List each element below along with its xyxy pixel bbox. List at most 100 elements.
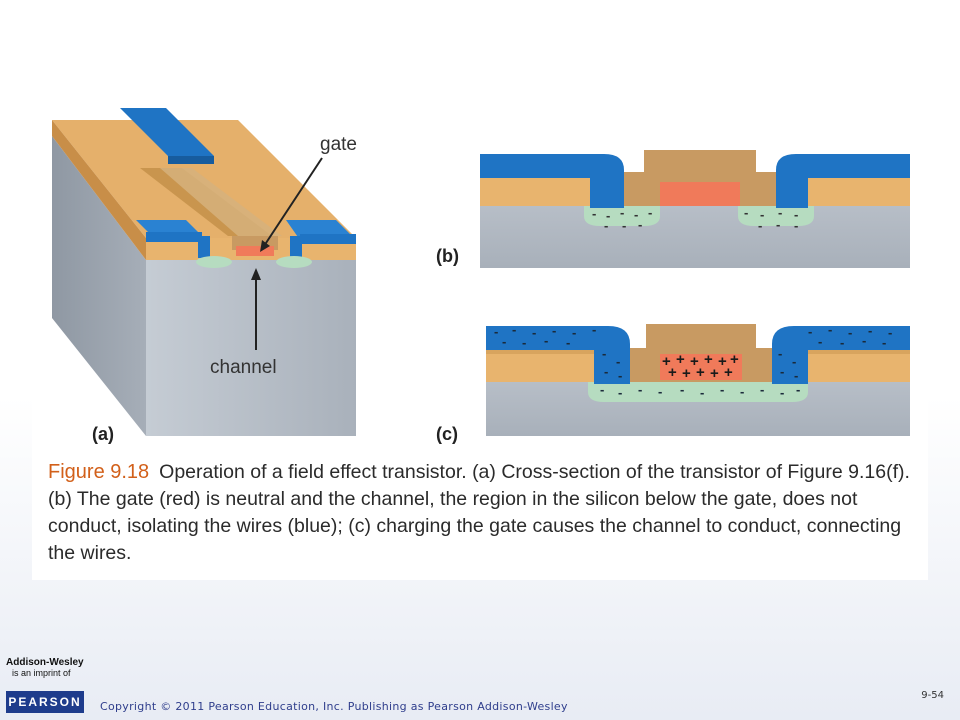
transistor-figure: gate channel (a) - - - - -: [52, 108, 910, 444]
charge: -: [604, 218, 608, 233]
wire-front-left-face: [146, 232, 202, 242]
panel-a-label: (a): [92, 424, 114, 444]
charge: -: [818, 334, 822, 349]
addison-wesley-logo: Addison-Wesley is an imprint of: [6, 657, 86, 678]
well-b-left: [584, 206, 660, 226]
imprint-text: is an imprint of: [12, 668, 71, 678]
charge: +: [682, 365, 691, 382]
charge: -: [512, 322, 516, 337]
gate-b-red: [660, 182, 740, 206]
charge: -: [648, 205, 652, 220]
charge: -: [700, 385, 704, 400]
gate-c-red: [660, 354, 742, 380]
gate-c-step-right: [756, 348, 772, 382]
charge: -: [780, 364, 784, 379]
silicon-side-face: [52, 136, 146, 436]
charge: +: [704, 351, 713, 368]
wire-b-right: [776, 154, 910, 208]
copyright-text: Copyright © 2011 Pearson Education, Inc.…: [100, 700, 568, 713]
charge: +: [668, 364, 677, 381]
charge: +: [676, 351, 685, 368]
panel-c-label: (c): [436, 424, 458, 444]
charge: -: [532, 325, 536, 340]
charge: -: [502, 334, 506, 349]
charge: -: [778, 346, 782, 361]
charge: -: [552, 323, 556, 338]
oxide-side-edge: [52, 120, 146, 260]
charge: -: [760, 382, 764, 397]
charge: -: [808, 324, 812, 339]
charge: -: [740, 384, 744, 399]
panel-c-drawing: - - - - - - - - - - - - - - - - - - - -: [436, 322, 910, 444]
charges-c-negative: - - - - - - - - - - - - - - - - - - - -: [494, 322, 892, 400]
wire-front-left-plug: [198, 236, 210, 258]
charge: -: [494, 324, 498, 339]
charge: -: [572, 325, 576, 340]
gate-b-step-right: [756, 172, 776, 206]
charge: -: [592, 322, 596, 337]
wire-c-left: [486, 326, 630, 384]
charge: -: [638, 217, 642, 232]
figure-panel: gate channel (a) - - - - -: [32, 96, 928, 580]
charge: -: [680, 382, 684, 397]
charge: +: [710, 365, 719, 382]
charge: +: [662, 353, 671, 370]
silicon-b: [480, 206, 910, 268]
figure-number: Figure 9.18: [48, 461, 150, 483]
charge: +: [696, 364, 705, 381]
pearson-logo: PEARSON: [6, 691, 84, 713]
charge: -: [778, 205, 782, 220]
wire-front-right-plug: [290, 236, 302, 258]
charge: -: [888, 325, 892, 340]
charge: -: [758, 218, 762, 233]
charge: -: [862, 333, 866, 348]
well-b-right: [738, 206, 814, 226]
charges-c-positive: + + + + + + + + + + +: [662, 351, 739, 382]
charge: -: [792, 354, 796, 369]
charge: -: [794, 218, 798, 233]
charge: -: [600, 382, 604, 397]
channel-arrow-head: [251, 268, 261, 280]
gate-label: gate: [320, 134, 357, 155]
channel-c: [588, 382, 808, 402]
charge: -: [848, 325, 852, 340]
gate-c-step-left: [630, 348, 646, 382]
charge: -: [638, 382, 642, 397]
charge: -: [544, 333, 548, 348]
charge: -: [720, 382, 724, 397]
wire-b-left: [480, 154, 624, 208]
gate-arrow-line: [263, 157, 323, 247]
publisher-name: Addison-Wesley: [6, 657, 84, 668]
charge: -: [744, 205, 748, 220]
charge: -: [618, 385, 622, 400]
charge: -: [606, 208, 610, 223]
gate-strip: [160, 168, 282, 236]
panel-b-drawing: - - - - - - - - - - - - - - - (b): [436, 150, 910, 268]
charge: -: [776, 217, 780, 232]
wire-back-edge: [168, 156, 214, 164]
gate-b-step-left: [624, 172, 644, 206]
charge: +: [724, 364, 733, 381]
channel-label: channel: [210, 357, 277, 378]
charge: -: [658, 384, 662, 399]
wire-c-right: [772, 326, 910, 384]
charges-b: - - - - - - - - - - - - - - -: [592, 205, 798, 233]
panel-a-drawing: gate channel (a): [52, 108, 357, 444]
charge: +: [690, 353, 699, 370]
wire-back-top: [120, 108, 214, 156]
charge: -: [618, 368, 622, 383]
charge: -: [868, 323, 872, 338]
charge: -: [622, 218, 626, 233]
charge: -: [882, 335, 886, 350]
charge: -: [522, 335, 526, 350]
charge: -: [828, 322, 832, 337]
charge: -: [794, 368, 798, 383]
charge: -: [602, 346, 606, 361]
charge: -: [796, 382, 800, 397]
charge: -: [566, 335, 570, 350]
slide-number: 9-54: [921, 690, 944, 701]
wire-front-right-face: [300, 234, 356, 244]
doped-well-right: [276, 256, 312, 268]
charge: -: [592, 206, 596, 221]
silicon-front-face: [146, 260, 356, 436]
